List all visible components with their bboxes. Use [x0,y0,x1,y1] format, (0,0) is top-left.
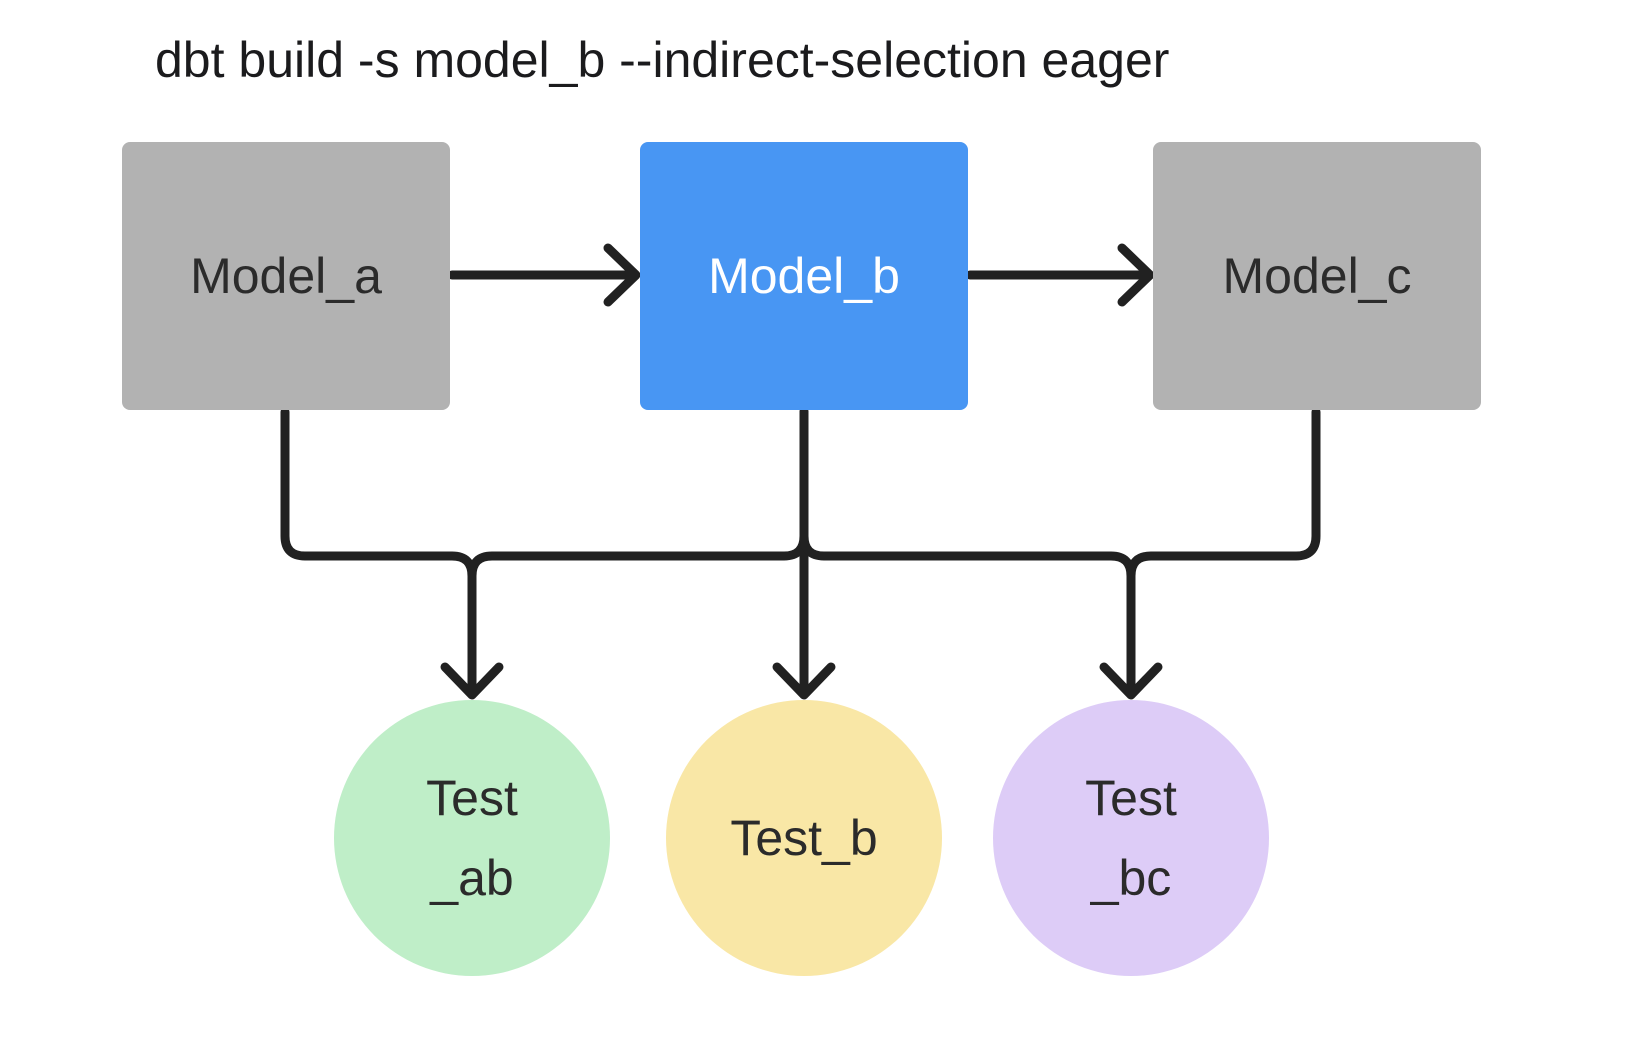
test-b-node: Test_b [666,700,942,976]
test-b-label: Test_b [730,810,878,866]
arrowhead-test-ab [440,662,504,700]
test-bc-label-line1: Test [1085,770,1177,826]
edge-model-a-to-test-ab [280,407,477,695]
edge-model-b-to-model-c [965,243,1155,307]
model-c-label: Model_c [1222,248,1412,304]
dbt-command-title: dbt build -s model_b --indirect-selectio… [155,32,1170,88]
edge-model-c-to-test-bc [1126,407,1321,695]
edge-model-b-to-test-bc [799,407,1136,695]
model-b-label: Model_b [708,248,900,304]
arrowhead-test-bc [1099,662,1163,700]
model-a-node: Model_a [122,142,450,410]
test-ab-label-line1: Test [426,770,518,826]
arrowhead-test-b [772,662,836,700]
model-c-node: Model_c [1153,142,1481,410]
test-ab-node: Test _ab [334,700,610,976]
model-b-node: Model_b [640,142,968,410]
edge-model-b-to-test-ab [467,407,809,695]
test-bc-node: Test _bc [993,700,1269,976]
model-a-label: Model_a [190,248,382,304]
test-ab-label-line2: _ab [430,850,514,906]
test-bc-label-line2: _bc [1090,850,1172,906]
edge-model-a-to-model-b [447,243,641,307]
